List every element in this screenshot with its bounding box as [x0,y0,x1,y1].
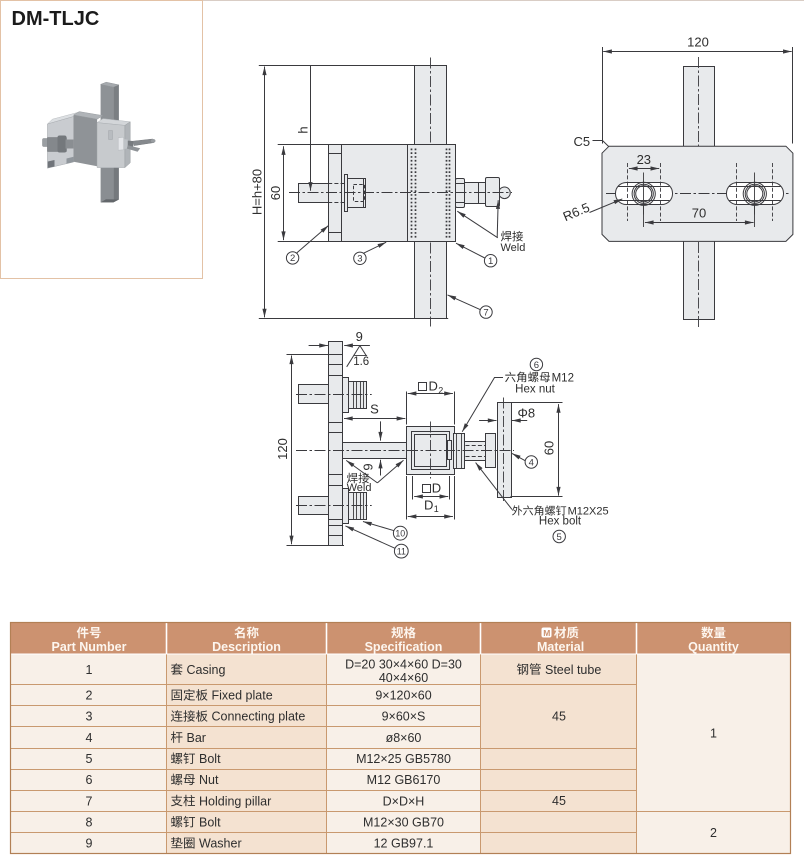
svg-text:9: 9 [86,837,93,851]
svg-text:D=20 30×4×60 D=30: D=20 30×4×60 D=30 [345,657,462,671]
svg-text:4: 4 [86,731,93,745]
svg-text:S: S [370,402,379,417]
svg-text:9: 9 [356,329,363,344]
svg-text:6: 6 [86,773,93,787]
svg-text:Quantity: Quantity [688,640,739,654]
svg-text:1.6: 1.6 [353,356,369,368]
svg-text:Bolt: Bolt [199,815,221,829]
svg-text:Bar: Bar [187,731,206,745]
svg-text:M12×25 GB5780: M12×25 GB5780 [356,752,451,766]
svg-text:Nut: Nut [199,773,219,787]
svg-text:45: 45 [552,710,566,724]
svg-text:8: 8 [86,815,93,829]
svg-text:4: 4 [529,457,534,468]
svg-text:2: 2 [710,826,717,840]
svg-text:D×D×H: D×D×H [383,794,425,808]
svg-text:1: 1 [86,663,93,677]
svg-text:70: 70 [692,206,706,221]
svg-text:23: 23 [637,152,651,167]
svg-text:2: 2 [290,253,295,264]
svg-text:7: 7 [483,307,488,318]
svg-text:Hex nut: Hex nut [515,384,555,396]
svg-text:M12×30 GB70: M12×30 GB70 [363,815,444,829]
svg-text:60: 60 [268,186,283,200]
svg-text:Part Number: Part Number [51,640,126,654]
svg-text:Washer: Washer [199,837,242,851]
svg-text:9×120×60: 9×120×60 [375,689,431,703]
svg-text:5: 5 [557,532,562,543]
svg-text:DM-TLJC: DM-TLJC [12,8,100,30]
svg-text:ø8×60: ø8×60 [386,731,422,745]
svg-text:Description: Description [212,640,281,654]
svg-text:D: D [424,497,433,512]
svg-text:120: 120 [275,438,290,460]
svg-text:h: h [296,126,311,133]
svg-text:Φ8: Φ8 [518,406,536,421]
svg-text:40×4×60: 40×4×60 [379,671,428,685]
svg-text:Holding pillar: Holding pillar [199,794,271,808]
svg-text:M12 GB6170: M12 GB6170 [367,773,441,787]
svg-text:Fixed plate: Fixed plate [212,689,273,703]
svg-text:Hex bolt: Hex bolt [539,516,582,528]
svg-text:C5: C5 [574,134,591,149]
svg-text:Connecting plate: Connecting plate [212,710,306,724]
svg-text:60: 60 [542,441,557,455]
svg-text:5: 5 [86,752,93,766]
svg-text:R6.5: R6.5 [561,200,592,225]
svg-text:3: 3 [86,710,93,724]
svg-text:1: 1 [710,726,717,740]
svg-text:M12: M12 [552,372,574,384]
svg-text:9×60×S: 9×60×S [382,710,426,724]
svg-text:9: 9 [361,463,376,470]
svg-text:120: 120 [687,35,709,50]
svg-text:1: 1 [488,256,493,267]
svg-text:Material: Material [537,640,584,654]
svg-text:M: M [543,628,550,638]
svg-text:11: 11 [397,546,406,556]
svg-text:6: 6 [534,360,539,371]
svg-text:10: 10 [395,529,405,539]
svg-text:45: 45 [552,794,566,808]
svg-text:Steel tube: Steel tube [545,663,601,677]
svg-text:2: 2 [86,689,93,703]
svg-text:2: 2 [438,385,443,395]
svg-text:Specification: Specification [365,640,443,654]
svg-text:Weld: Weld [347,482,372,494]
svg-text:D: D [432,480,441,495]
svg-text:12 GB97.1: 12 GB97.1 [374,837,434,851]
svg-text:M12X25: M12X25 [568,506,609,518]
svg-text:H=h+80: H=h+80 [250,169,265,215]
svg-text:3: 3 [357,254,362,265]
svg-text:7: 7 [86,794,93,808]
svg-text:D: D [429,378,438,393]
svg-text:Weld: Weld [501,242,526,254]
svg-text:Casing: Casing [187,663,226,677]
svg-text:Bolt: Bolt [199,752,221,766]
svg-text:1: 1 [434,504,439,514]
